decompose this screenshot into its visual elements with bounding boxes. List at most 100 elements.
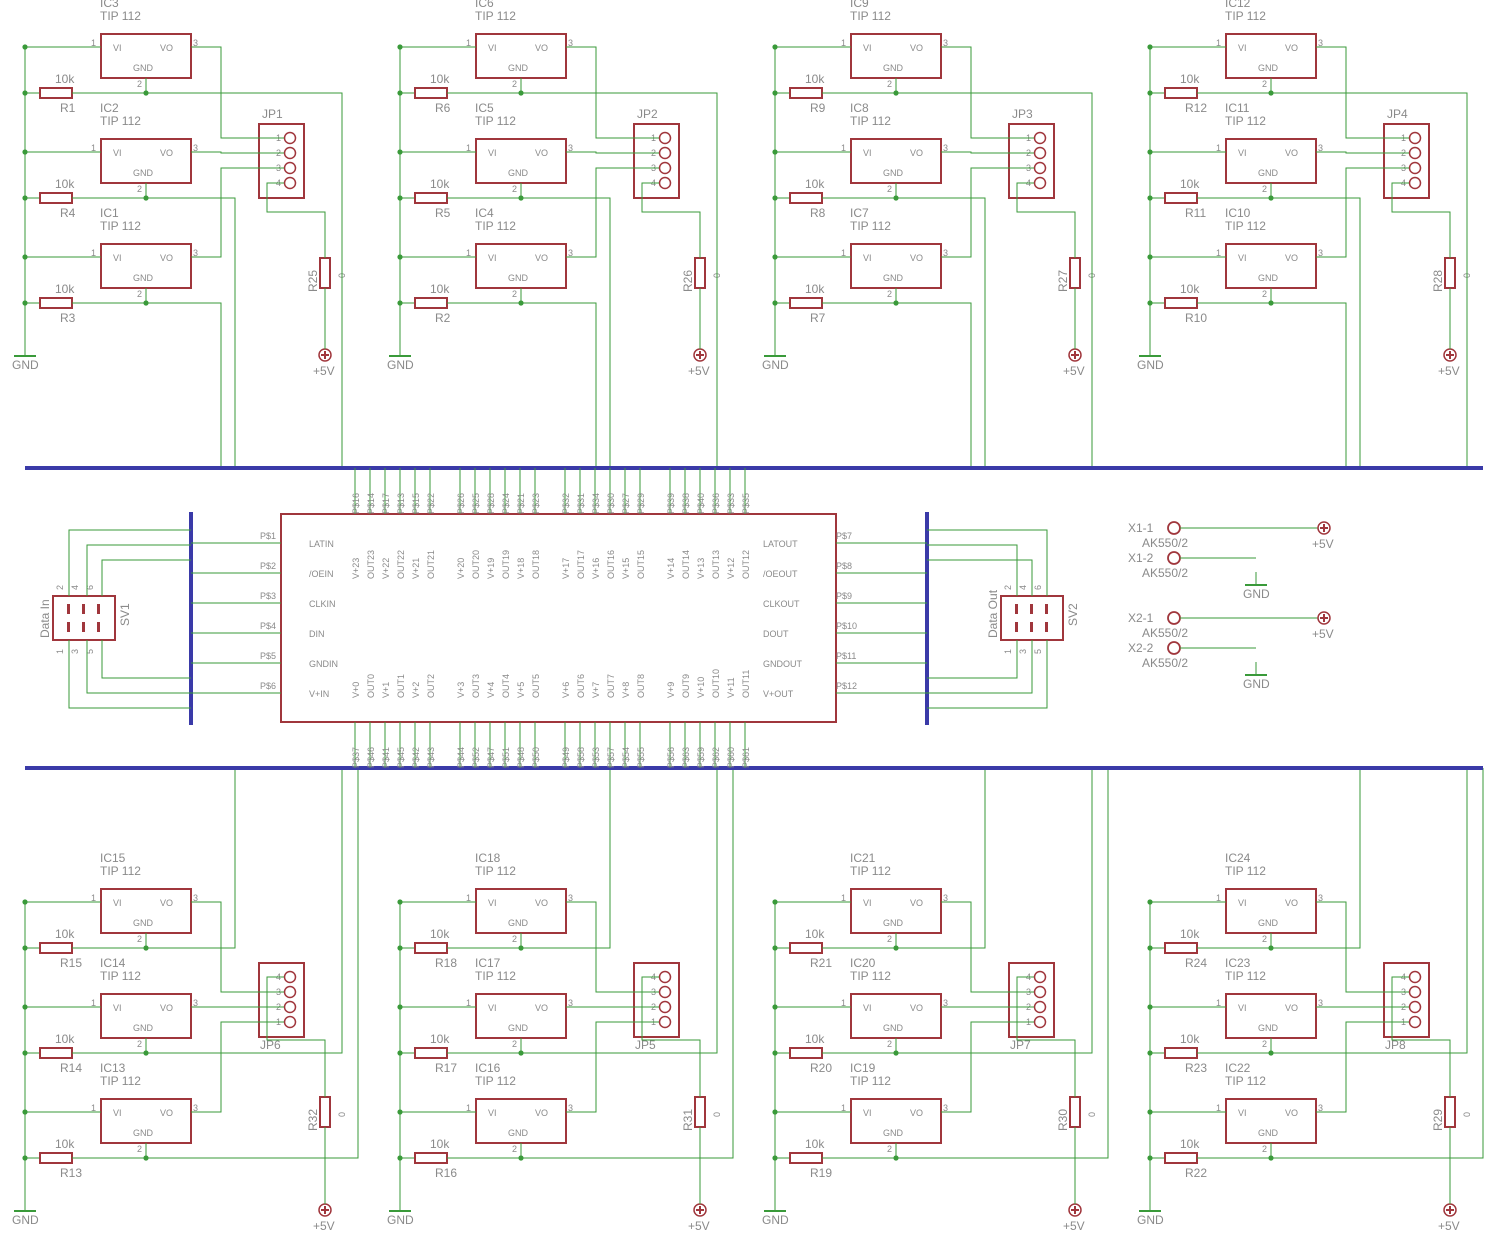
resistor-name: R6	[435, 101, 451, 115]
jumper-pin	[283, 131, 297, 145]
jumper-box	[633, 123, 680, 199]
wire	[1391, 182, 1451, 258]
ic-bottom-pin: OUT9	[681, 674, 691, 698]
regulator-name: IC1	[100, 206, 119, 220]
wire	[86, 640, 191, 694]
header-label: Data In	[38, 599, 52, 638]
ic-right-pad: P$9	[836, 591, 852, 601]
resistor-name: R22	[1185, 1166, 1207, 1180]
junction-dot	[1147, 195, 1153, 201]
resistor-name: R15	[60, 956, 82, 970]
pin-vo: VO	[910, 43, 923, 53]
ic-bottom-pad: P$53	[591, 747, 601, 768]
ic-top-pad: P$40	[696, 493, 706, 514]
regulator-name: IC3	[100, 0, 119, 10]
pin-3: 3	[1318, 143, 1323, 153]
pin-3: 3	[193, 248, 198, 258]
wire	[896, 768, 1109, 1159]
header-pin-number: 6	[85, 585, 95, 590]
gnd-label: GND	[12, 1213, 39, 1227]
pin-vo: VO	[535, 898, 548, 908]
regulator-value: TIP 112	[100, 1074, 141, 1088]
wire	[941, 167, 1034, 258]
jumper-pin	[1033, 176, 1047, 190]
regulator-value: TIP 112	[1225, 114, 1266, 128]
pin-vi: VI	[488, 253, 497, 263]
header-pin	[97, 604, 100, 614]
pin-1: 1	[1216, 143, 1221, 153]
junction-dot	[1147, 90, 1153, 96]
ic-top-pin: OUT20	[471, 550, 481, 579]
junction-dot	[772, 1109, 778, 1115]
ic-top-pin: OUT16	[606, 550, 616, 579]
resistor-symbol	[414, 297, 448, 309]
resistor-name: R5	[435, 206, 451, 220]
resistor-value: 10k	[55, 177, 75, 191]
pin-gnd: GND	[1258, 63, 1279, 73]
ic-bottom-pad: P$45	[396, 747, 406, 768]
ic-bottom-pin: V+1	[381, 682, 391, 698]
junction-dot	[772, 149, 778, 155]
ic-bottom-pin: OUT7	[606, 674, 616, 698]
pin-1: 1	[841, 38, 846, 48]
regulator-name: IC10	[1225, 206, 1251, 220]
terminal-icon	[1167, 521, 1181, 535]
ic-top-pin: OUT13	[711, 550, 721, 579]
pin-vi: VI	[113, 43, 122, 53]
resistor-name: R14	[60, 1061, 82, 1075]
wire	[896, 302, 972, 468]
pin-vo: VO	[535, 253, 548, 263]
pin-1: 1	[466, 248, 471, 258]
ic-top-pin: V+18	[516, 558, 526, 579]
ic-left-pin: GNDIN	[309, 659, 338, 669]
pin-vi: VI	[113, 1108, 122, 1118]
pin-vi: VI	[863, 1108, 872, 1118]
pin-3: 3	[943, 38, 948, 48]
jumper-box	[1383, 123, 1430, 199]
header-pin	[1045, 622, 1048, 632]
resistor-symbol	[1164, 1047, 1198, 1059]
resistor-value: 10k	[1180, 177, 1200, 191]
pin-3: 3	[568, 998, 573, 1008]
pin-3: 3	[943, 998, 948, 1008]
regulator-value: TIP 112	[100, 114, 141, 128]
pin-3: 3	[943, 248, 948, 258]
wire	[1316, 901, 1409, 993]
ic-top-pin: V+23	[351, 558, 361, 579]
pin-3: 3	[943, 1103, 948, 1113]
junction-dot	[772, 899, 778, 905]
header-pin	[82, 604, 85, 614]
resistor-name: R20	[810, 1061, 832, 1075]
pin-vo: VO	[160, 1108, 173, 1118]
ic-bottom-pin: V+0	[351, 682, 361, 698]
jumper-box	[633, 962, 680, 1038]
ic-bottom-pin: OUT5	[531, 674, 541, 698]
pin-vi: VI	[113, 253, 122, 263]
pin-2: 2	[887, 1039, 892, 1049]
pin-2: 2	[512, 1039, 517, 1049]
junction-dot	[397, 945, 403, 951]
jumper-pin	[1033, 146, 1047, 160]
regulator-name: IC17	[475, 956, 501, 970]
wire	[896, 197, 986, 468]
ic-bottom-pin: V+9	[666, 682, 676, 698]
pin-vo: VO	[910, 253, 923, 263]
vcc-icon	[1317, 611, 1331, 625]
ic-top-pad: P$25	[471, 493, 481, 514]
ic-top-pad: P$38	[681, 493, 691, 514]
resistor-value: 10k	[1180, 282, 1200, 296]
ic-bottom-pin: OUT8	[636, 674, 646, 698]
terminal-value: AK550/2	[1142, 626, 1188, 640]
pin-2: 2	[887, 184, 892, 194]
jumper-name: JP4	[1387, 107, 1408, 121]
pin-2: 2	[512, 289, 517, 299]
ic-top-pad: P$29	[636, 493, 646, 514]
ic-bottom-pin: OUT6	[576, 674, 586, 698]
pin-2: 2	[137, 1039, 142, 1049]
gnd-label: GND	[1243, 587, 1270, 601]
pot-resistor	[694, 257, 706, 289]
pin-gnd: GND	[508, 63, 529, 73]
pin-gnd: GND	[883, 168, 904, 178]
pin-3: 3	[568, 1103, 573, 1113]
junction-dot	[22, 44, 28, 50]
